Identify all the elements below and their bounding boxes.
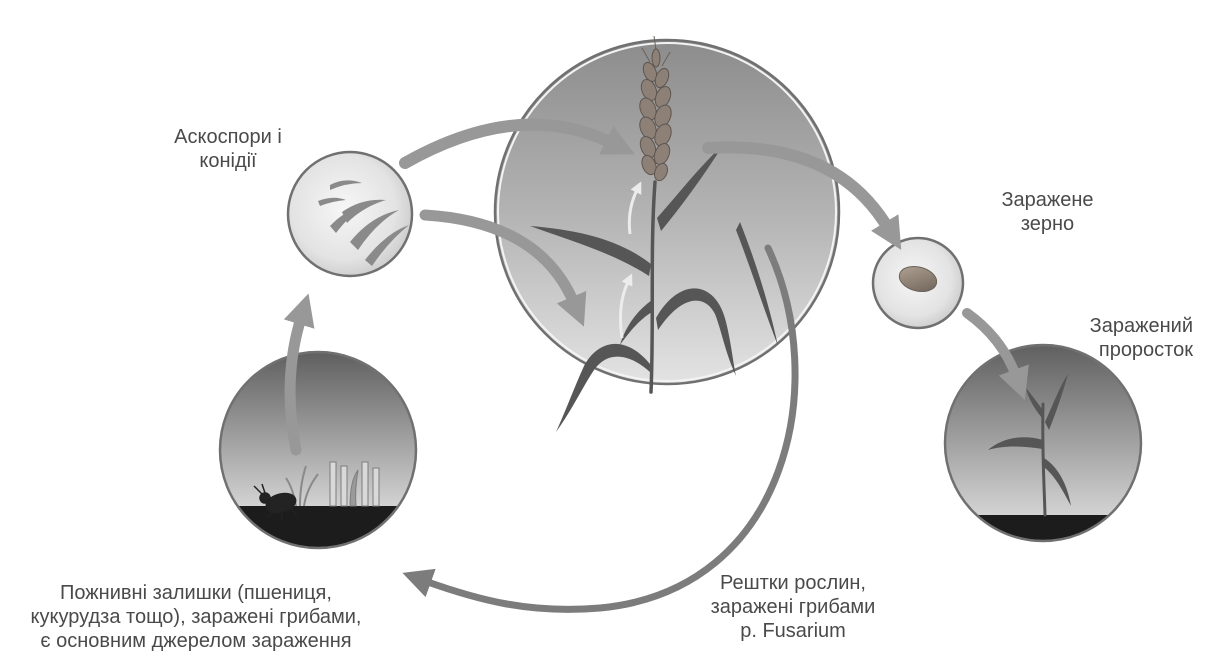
infected-grain-label: Заражене зерно [985, 188, 1110, 236]
plant-debris-label-line: Рештки рослин, [708, 571, 878, 595]
spores-label: Аскоспори і конідії [160, 125, 296, 173]
crop-residue-label-line: кукурудза тощо), заражені грибами, [12, 605, 380, 629]
infected-seedling-label-line: проросток [1055, 338, 1193, 362]
crop-residue-label-line: є основним джерелом зараження [12, 629, 380, 653]
crop-residue-label-line: Пожнивні залишки (пшениця, [12, 581, 380, 605]
stalk [330, 462, 336, 506]
infected-seedling-circle [944, 344, 1144, 545]
plant-debris-label-line: заражені грибами [708, 595, 878, 619]
crop-residue-circle [220, 352, 420, 552]
spores-label-line: Аскоспори і [160, 125, 296, 149]
spores-circle [288, 152, 412, 276]
infected-grain-label-line: зерно [985, 212, 1110, 236]
wheat-leaf-lower-left [556, 344, 650, 432]
spores-label-line: конідії [160, 149, 296, 173]
plant-debris-label-line: р. Fusarium [708, 619, 878, 643]
infected-seedling-label-line: Заражений [1055, 314, 1193, 338]
residue-sky [220, 352, 420, 508]
plant-debris-label: Рештки рослин, заражені грибами р. Fusar… [708, 571, 878, 643]
wheat-grain [652, 49, 660, 67]
stalk [373, 468, 379, 506]
stalk [362, 462, 368, 506]
crop-residue-label: Пожнивні залишки (пшениця, кукурудза тощ… [12, 581, 380, 653]
residue-soil [220, 506, 420, 552]
infected-seedling-label: Заражений проросток [1055, 314, 1193, 362]
infected-grain-circle [873, 238, 963, 328]
stalk [341, 466, 347, 506]
infected-grain-label-line: Заражене [985, 188, 1110, 212]
